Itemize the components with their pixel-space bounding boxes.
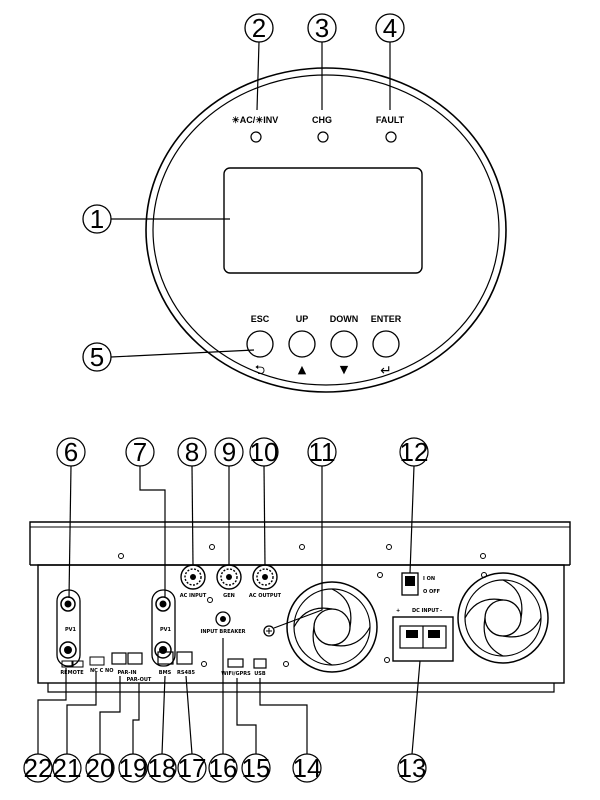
callout-4: 4 <box>383 13 397 43</box>
lcd-screen <box>223 167 423 274</box>
button-esc[interactable]: ESC ⮌ <box>246 314 274 378</box>
front-panel-inner-rim <box>152 74 500 386</box>
pv2-label: PV1 <box>160 627 172 633</box>
up-button[interactable] <box>288 330 316 358</box>
pv1-terminal[interactable]: PV1 <box>56 589 81 667</box>
input-breaker[interactable]: INPUT BREAKER <box>200 611 246 635</box>
rs485-port[interactable]: RS485 <box>176 651 195 676</box>
fan-right <box>457 572 549 664</box>
down-arrow-icon: ▼ <box>340 363 349 376</box>
wifi-label: WiFi/GPRS <box>221 671 251 677</box>
dry-contact-port[interactable]: NC C NO <box>89 656 113 674</box>
switch-off-label: O OFF <box>423 589 440 595</box>
callout-7: 7 <box>133 437 147 467</box>
pv1-label: PV1 <box>65 627 77 633</box>
ac-input-label: AC INPUT <box>180 593 207 599</box>
callout-14: 14 <box>293 753 322 783</box>
led-ac-inv <box>250 131 262 143</box>
indicator-label-fault: FAULT <box>376 115 405 125</box>
indicator-chg: CHG <box>312 115 332 143</box>
callout-11: 11 <box>309 437 336 467</box>
rear-panel: PV1 PV1 AC INPUT GEN AC OUTPUT <box>29 521 571 693</box>
ac-output-label: AC OUTPUT <box>249 593 282 599</box>
screws <box>118 544 487 667</box>
ground-terminal[interactable] <box>263 625 275 637</box>
button-enter[interactable]: ENTER ↵ <box>371 314 402 379</box>
par-out-port[interactable]: PAR-OUT <box>127 677 152 683</box>
callout-3: 3 <box>315 13 329 43</box>
esc-button[interactable] <box>246 330 274 358</box>
par-out-label: PAR-OUT <box>127 677 152 683</box>
power-switch[interactable]: I ON O OFF <box>401 572 440 596</box>
callout-19: 19 <box>119 753 148 783</box>
return-icon: ⮌ <box>255 363 265 378</box>
callout-21: 21 <box>53 753 82 783</box>
callout-12: 12 <box>400 437 429 467</box>
gen-label: GEN <box>223 593 235 599</box>
usb-port[interactable]: USB <box>253 658 267 677</box>
dry-contact-label: NC C NO <box>90 668 113 674</box>
callout-9: 9 <box>222 437 236 467</box>
dc-input-terminal[interactable]: + DC INPUT - <box>392 608 454 662</box>
rear-body <box>37 564 565 684</box>
par-in-label: PAR-IN <box>117 670 136 676</box>
button-label-up: UP <box>296 314 309 324</box>
down-button[interactable] <box>330 330 358 358</box>
indicator-ac-inv: ☀AC/☀INV <box>232 115 279 143</box>
front-panel-outer-rim <box>145 67 507 393</box>
enter-icon: ↵ <box>380 363 392 379</box>
callout-17: 17 <box>178 753 207 783</box>
front-panel: ☀AC/☀INV CHG FAULT ESC ⮌ UP ▲ DOWN ▼ <box>145 67 507 393</box>
par-in-port[interactable]: PAR-IN <box>111 652 143 676</box>
rs485-label: RS485 <box>177 670 195 676</box>
button-label-esc: ESC <box>251 314 270 324</box>
callout-15: 15 <box>242 753 271 783</box>
button-down[interactable]: DOWN ▼ <box>330 314 359 376</box>
remote-label: REMOTE <box>60 670 84 676</box>
input-breaker-label: INPUT BREAKER <box>200 629 245 635</box>
callout-6: 6 <box>64 437 78 467</box>
ac-output-connector[interactable]: AC OUTPUT <box>249 564 282 599</box>
dc-plus-label: + <box>396 608 400 614</box>
led-chg <box>317 131 329 143</box>
indicator-label-chg: CHG <box>312 115 332 125</box>
button-up[interactable]: UP ▲ <box>288 314 316 376</box>
gen-connector[interactable]: GEN <box>216 564 242 599</box>
fan-left <box>286 581 378 673</box>
callout-5: 5 <box>90 342 104 372</box>
callout-18: 18 <box>148 753 177 783</box>
pv2-terminal[interactable]: PV1 <box>151 589 176 667</box>
callout-16: 16 <box>209 753 238 783</box>
enter-button[interactable] <box>372 330 400 358</box>
wifi-port[interactable]: WiFi/GPRS <box>221 658 251 677</box>
remote-port[interactable]: REMOTE <box>60 660 84 676</box>
ac-input-connector[interactable]: AC INPUT <box>180 564 207 599</box>
front-callouts: 2 3 4 1 5 <box>82 13 405 372</box>
usb-label: USB <box>254 671 266 677</box>
dc-minus-label: - <box>440 608 442 614</box>
led-fault <box>385 131 397 143</box>
callout-13: 13 <box>398 753 427 783</box>
callout-22: 22 <box>24 753 53 783</box>
rear-callouts: 6 7 8 9 10 11 12 22 21 <box>23 437 429 783</box>
indicator-fault: FAULT <box>376 115 405 143</box>
callout-10: 10 <box>250 437 279 467</box>
dc-input-label: DC INPUT <box>412 608 439 614</box>
button-label-down: DOWN <box>330 314 359 324</box>
callout-1: 1 <box>90 204 104 234</box>
callout-20: 20 <box>86 753 115 783</box>
bms-label: BMS <box>159 670 172 676</box>
up-arrow-icon: ▲ <box>298 363 307 376</box>
callout-2: 2 <box>252 13 266 43</box>
switch-on-label: I ON <box>423 576 435 582</box>
bms-port[interactable]: BMS <box>157 651 174 676</box>
button-label-enter: ENTER <box>371 314 402 324</box>
indicator-label-ac-inv: ☀AC/☀INV <box>232 115 279 125</box>
callout-8: 8 <box>185 437 199 467</box>
